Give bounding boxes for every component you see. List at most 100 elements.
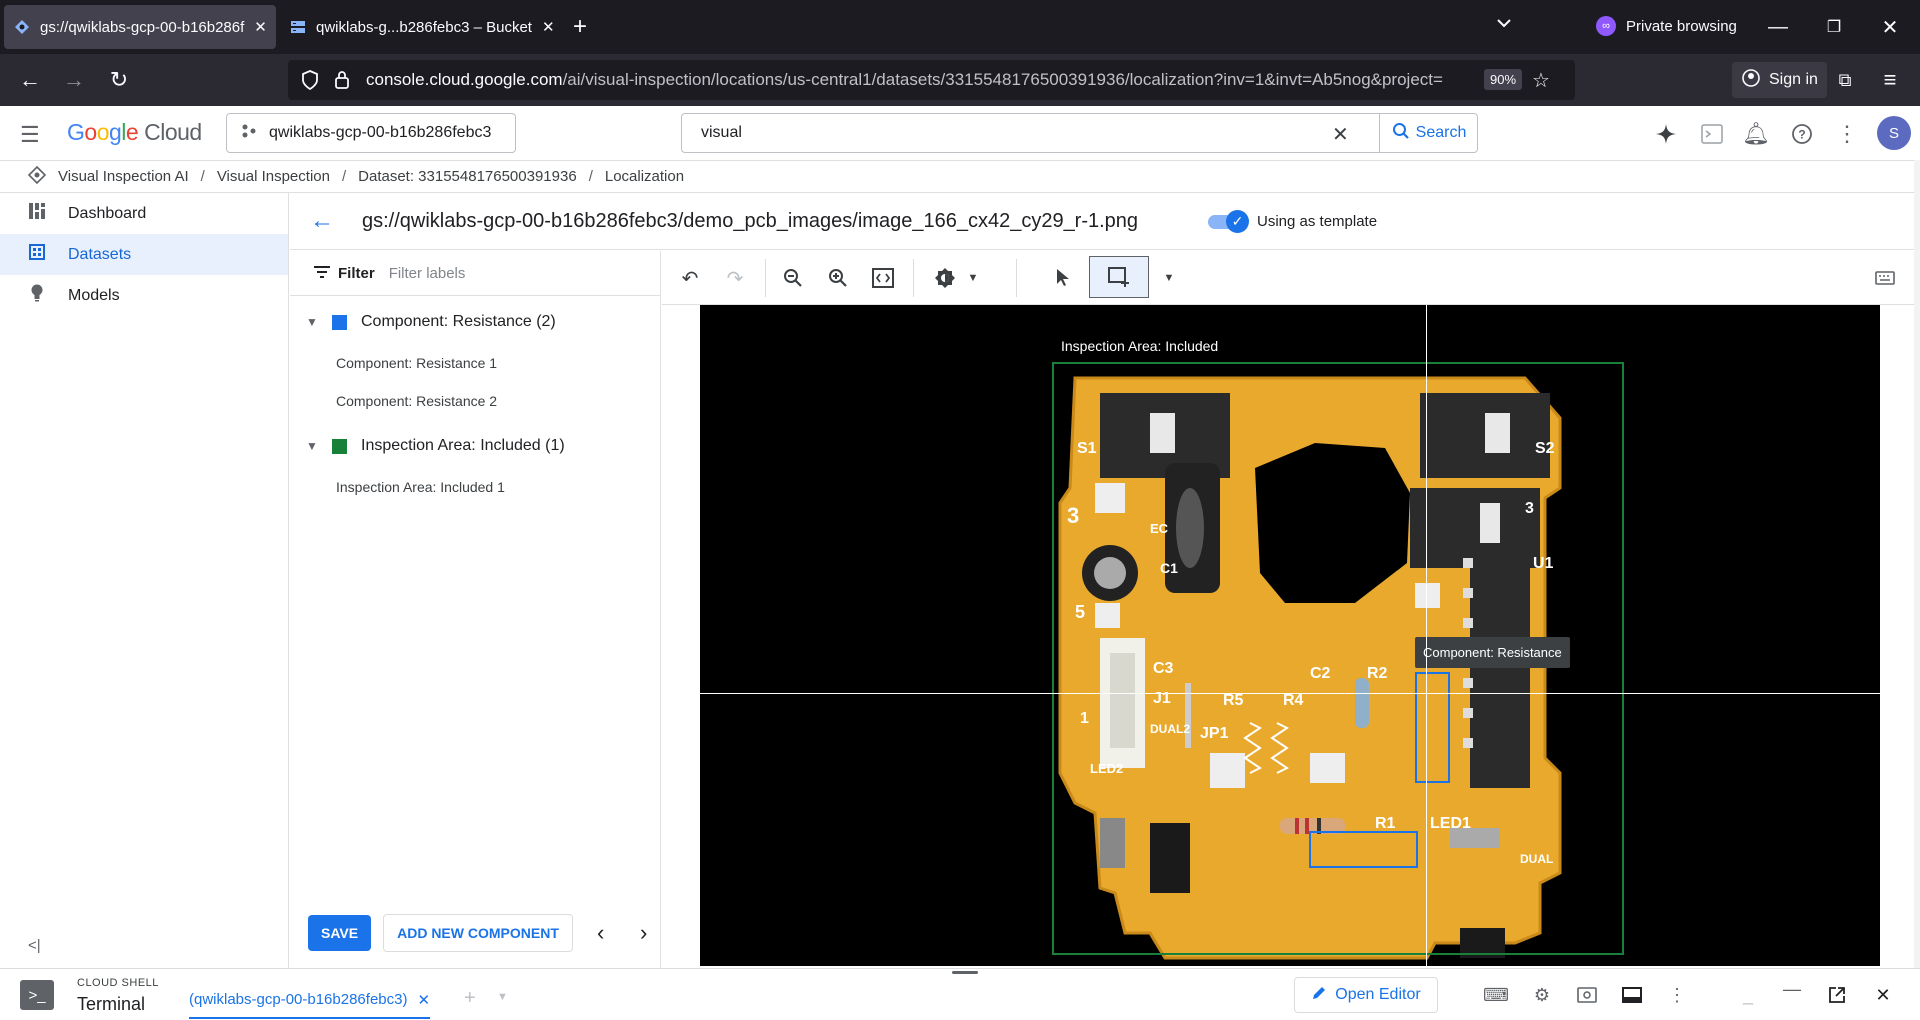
restore-icon[interactable]: ❐ xyxy=(1826,19,1842,36)
next-image-icon[interactable]: › xyxy=(640,920,648,945)
search-button[interactable]: Search xyxy=(1379,114,1478,152)
silkscreen-label: JP1 xyxy=(1200,725,1229,742)
new-tab-plus-icon[interactable]: + xyxy=(572,13,587,40)
google-cloud-logo[interactable]: Google Cloud xyxy=(67,119,202,145)
back-arrow-icon[interactable]: ← xyxy=(310,207,334,234)
tab-title: qwiklabs-g...b286febc3 – Bucket xyxy=(316,18,532,36)
label-group-inspection-area[interactable]: ▼ Inspection Area: Included (1) xyxy=(290,424,660,468)
settings-gear-icon[interactable]: ⚙︎ xyxy=(1533,984,1551,1005)
lock-icon[interactable] xyxy=(333,69,351,96)
tab-list-chevron-icon[interactable] xyxy=(1495,14,1513,37)
sidebar-item-datasets[interactable]: Datasets xyxy=(0,234,288,275)
notifications-bell-icon[interactable]: 🔔︎ xyxy=(1742,121,1770,146)
avatar[interactable]: S xyxy=(1877,116,1911,150)
redo-icon[interactable]: ↷ xyxy=(726,267,744,290)
reload-icon[interactable]: ↻ xyxy=(109,67,129,92)
add-session-plus-icon[interactable]: + xyxy=(464,987,476,1009)
bookmark-star-icon[interactable]: ☆ xyxy=(1532,70,1550,92)
resistance-bbox[interactable] xyxy=(1415,672,1450,783)
search-box[interactable]: visual ✕ Search xyxy=(681,113,1478,153)
search-icon xyxy=(1392,122,1410,145)
filter-labels-input[interactable]: Filter labels xyxy=(388,264,466,282)
browser-tab-bucket[interactable]: qwiklabs-g...b286febc3 – Bucket ✕ xyxy=(280,5,555,49)
label-item[interactable]: Inspection Area: Included 1 xyxy=(336,479,505,495)
silkscreen-label: 3 xyxy=(1067,503,1079,528)
zoom-out-icon[interactable] xyxy=(776,261,810,295)
extensions-icon[interactable]: ⧉ xyxy=(1838,69,1852,90)
restore-shell-icon[interactable]: — xyxy=(1783,978,1801,999)
inspection-area-bbox[interactable] xyxy=(1052,362,1624,955)
search-input[interactable]: visual xyxy=(701,124,742,141)
resize-drag-handle[interactable] xyxy=(952,971,978,974)
previous-image-icon[interactable]: ‹ xyxy=(597,920,605,945)
keyboard-shortcuts-icon[interactable] xyxy=(1868,261,1902,295)
shape-dropdown-icon[interactable]: ▼ xyxy=(1163,272,1175,284)
minimize-icon[interactable]: — xyxy=(1768,15,1788,38)
back-icon[interactable]: ← xyxy=(19,67,41,92)
brightness-icon[interactable] xyxy=(928,261,962,295)
more-options-icon[interactable]: ⋮ xyxy=(1668,984,1686,1005)
url-text[interactable]: console.cloud.google.com/ai/visual-inspe… xyxy=(366,70,1443,89)
select-pointer-icon[interactable] xyxy=(1046,261,1080,295)
url-bar[interactable]: console.cloud.google.com/ai/visual-inspe… xyxy=(288,60,1575,100)
session-dropdown-icon[interactable]: ▼ xyxy=(497,991,508,1003)
keyboard-icon[interactable]: ⌨︎ xyxy=(1483,984,1509,1005)
help-icon[interactable]: ? xyxy=(1788,120,1816,148)
sidebar-item-dashboard[interactable]: Dashboard xyxy=(0,193,288,234)
undo-icon[interactable]: ↶ xyxy=(681,267,699,290)
add-new-component-button[interactable]: ADD NEW COMPONENT xyxy=(383,914,573,952)
sidebar-item-models[interactable]: Models xyxy=(0,275,288,316)
web-preview-icon[interactable] xyxy=(1575,983,1599,1007)
browser-tab-visual-inspection[interactable]: gs://qwiklabs-gcp-00-b16b286f ✕ xyxy=(4,5,276,49)
terminal-session-tab[interactable]: (qwiklabs-gcp-00-b16b286febc3) ✕ xyxy=(189,991,431,1019)
collapse-sidebar-icon[interactable]: <| xyxy=(28,937,41,954)
close-session-icon[interactable]: ✕ xyxy=(417,992,431,1009)
zoom-in-icon[interactable] xyxy=(821,261,855,295)
breadcrumb-item[interactable]: Visual Inspection AI xyxy=(58,168,189,185)
menu-icon[interactable]: ≡ xyxy=(1883,67,1897,92)
resistance-bbox[interactable] xyxy=(1309,831,1418,868)
project-picker[interactable]: qwiklabs-gcp-00-b16b286febc3 xyxy=(226,113,516,153)
save-button[interactable]: SAVE xyxy=(308,915,372,951)
dashboard-icon xyxy=(28,202,46,225)
draw-bounding-box-icon[interactable] xyxy=(1089,256,1149,298)
label-group-resistance[interactable]: ▼ Component: Resistance (2) xyxy=(290,300,660,344)
terminal-session-label: (qwiklabs-gcp-00-b16b286febc3) xyxy=(189,991,408,1008)
breadcrumb-item[interactable]: Dataset: 3315548176500391936 xyxy=(358,168,577,185)
label-item[interactable]: Component: Resistance 1 xyxy=(336,355,498,371)
open-editor-label: Open Editor xyxy=(1335,986,1421,1003)
zoom-level-badge[interactable]: 90% xyxy=(1484,69,1523,90)
close-tab-icon[interactable]: ✕ xyxy=(254,19,267,36)
fit-to-screen-icon[interactable] xyxy=(866,261,900,295)
minimize-shell-icon[interactable]: _ xyxy=(1742,984,1753,1005)
more-vert-icon[interactable]: ⋮ xyxy=(1836,121,1858,146)
private-browsing-indicator: ∞ Private browsing xyxy=(1596,16,1737,36)
close-shell-icon[interactable]: ✕ xyxy=(1875,984,1891,1005)
filter-row[interactable]: Filter Filter labels xyxy=(290,251,660,296)
sign-in-button[interactable]: Sign in xyxy=(1732,62,1827,98)
clear-search-icon[interactable]: ✕ xyxy=(1332,124,1349,146)
open-in-new-window-icon[interactable] xyxy=(1825,983,1849,1007)
label-item[interactable]: Component: Resistance 2 xyxy=(336,393,498,409)
collapse-caret-icon[interactable]: ▼ xyxy=(306,439,318,453)
layout-panel-icon[interactable] xyxy=(1620,983,1644,1007)
shield-icon[interactable] xyxy=(300,69,320,96)
forward-icon[interactable]: → xyxy=(63,67,85,92)
breadcrumb-item[interactable]: Visual Inspection xyxy=(216,168,330,185)
close-tab-icon[interactable]: ✕ xyxy=(541,19,555,36)
tab-title: gs://qwiklabs-gcp-00-b16b286f xyxy=(40,18,245,36)
hamburger-menu-icon[interactable]: ☰ xyxy=(20,122,40,147)
labels-panel-footer: SAVE ADD NEW COMPONENT ‹ › xyxy=(290,898,660,968)
cloud-shell-icon[interactable] xyxy=(1698,120,1726,148)
filter-icon xyxy=(314,265,330,282)
template-toggle[interactable]: ✓ xyxy=(1208,210,1249,233)
brightness-dropdown-icon[interactable]: ▼ xyxy=(967,272,979,284)
close-window-icon[interactable]: ✕ xyxy=(1881,16,1899,39)
crosshair-vertical xyxy=(1426,305,1427,966)
page-scrollbar[interactable] xyxy=(1914,160,1920,968)
search-button-label: Search xyxy=(1415,124,1467,141)
collapse-caret-icon[interactable]: ▼ xyxy=(306,315,318,329)
image-canvas[interactable]: S1 S2 3 3 U1 EC C1 5 C3 J1 1 R5 R4 C2 R2… xyxy=(700,305,1880,966)
gemini-sparkle-icon[interactable] xyxy=(1652,120,1680,148)
open-editor-button[interactable]: Open Editor xyxy=(1294,977,1438,1013)
